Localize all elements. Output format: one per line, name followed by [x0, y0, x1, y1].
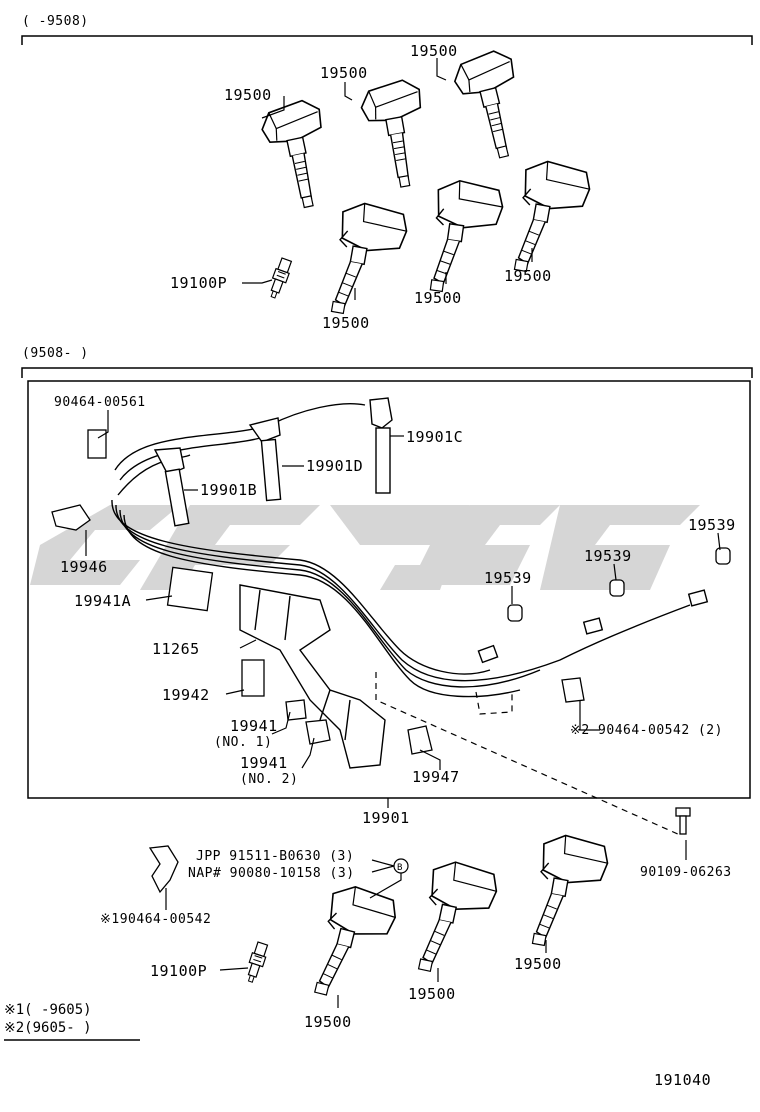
- label-coil-bottom-a[interactable]: 19500: [304, 1013, 352, 1031]
- label-holder-19946[interactable]: 19946: [60, 558, 108, 576]
- ref-mark-b: B: [397, 863, 403, 873]
- label-plug-bottom[interactable]: 19100P: [150, 962, 208, 980]
- label-cover-11265[interactable]: 11265: [152, 640, 200, 658]
- label-clamp-00542-2[interactable]: ※2 90464-00542 (2): [570, 723, 723, 738]
- label-grommet-b[interactable]: 19539: [584, 547, 632, 565]
- top-section-range: ( -9508): [22, 14, 89, 29]
- label-clamp-19942[interactable]: 19942: [162, 686, 210, 704]
- bottom-section-range: (9508- ): [22, 346, 89, 361]
- label-bolt-90109[interactable]: 90109-06263: [640, 865, 732, 880]
- label-coil-bottom-b[interactable]: 19500: [408, 985, 456, 1003]
- label-grommet-c[interactable]: 19539: [688, 516, 736, 534]
- cord-cover-11265: [239, 584, 386, 769]
- cord-set-frame: [27, 380, 751, 799]
- diagram-number: 191040: [654, 1071, 712, 1089]
- label-clamp-19947[interactable]: 19947: [412, 768, 460, 786]
- label-coil-top-f[interactable]: 19500: [504, 267, 552, 285]
- bottom-coil-1: [308, 881, 401, 1008]
- label-clamp-00561[interactable]: 90464-00561: [54, 395, 146, 410]
- label-cord-c[interactable]: 19901C: [406, 428, 464, 446]
- bottom-spark-plug: [243, 940, 271, 985]
- label-cord-b[interactable]: 19901B: [200, 481, 258, 499]
- ignition-cords: [111, 403, 691, 698]
- top-coil-6: [507, 157, 594, 281]
- label-clamp-19941-no2-sub: (NO. 2): [240, 772, 299, 787]
- label-coil-bottom-c[interactable]: 19500: [514, 955, 562, 973]
- top-section-bracket: [21, 35, 753, 45]
- cord-boots: [153, 397, 709, 664]
- top-coil-4: [324, 199, 411, 323]
- label-grommet-a[interactable]: 19539: [484, 569, 532, 587]
- footnote-2: ※2(9605- ): [4, 1020, 92, 1036]
- top-coil-3: [449, 46, 535, 165]
- top-coil-2: [357, 76, 437, 193]
- label-coil-top-c[interactable]: 19500: [410, 42, 458, 60]
- label-clamp-19941a[interactable]: 19941A: [74, 592, 132, 610]
- bottom-section-bracket: [21, 367, 753, 378]
- label-coil-top-e[interactable]: 19500: [414, 289, 462, 307]
- label-plug-top[interactable]: 19100P: [170, 274, 228, 292]
- label-jpp-bolt[interactable]: JPP 91511-B0630 (3): [196, 849, 355, 864]
- top-spark-plug: [265, 256, 294, 301]
- bottom-clamp-00542: [148, 845, 179, 894]
- label-cord-set-19901[interactable]: 19901: [362, 809, 410, 827]
- label-coil-top-d[interactable]: 19500: [322, 314, 370, 332]
- label-coil-top-b[interactable]: 19500: [320, 64, 368, 82]
- label-cord-d[interactable]: 19901D: [306, 457, 364, 475]
- label-clamp-19941-no1-sub: (NO. 1): [214, 735, 273, 750]
- bottom-coil-3: [525, 831, 612, 955]
- label-clamp-19941-no2[interactable]: 19941: [240, 754, 288, 772]
- label-clamp-00542-1[interactable]: ※190464-00542: [100, 912, 212, 927]
- clamps: [51, 429, 731, 755]
- bolt-90109: [675, 807, 691, 835]
- dashed-reference-lines: [375, 672, 681, 836]
- label-coil-top-a[interactable]: 19500: [224, 86, 272, 104]
- footnote-1: ※1( -9605): [4, 1002, 92, 1018]
- bottom-coil-2: [411, 857, 502, 983]
- label-nap-bolt[interactable]: NAP# 90080-10158 (3): [188, 866, 355, 881]
- label-clamp-19941-no1[interactable]: 19941: [230, 717, 278, 735]
- watermark-logo: [30, 505, 700, 590]
- top-coil-5: [423, 177, 507, 299]
